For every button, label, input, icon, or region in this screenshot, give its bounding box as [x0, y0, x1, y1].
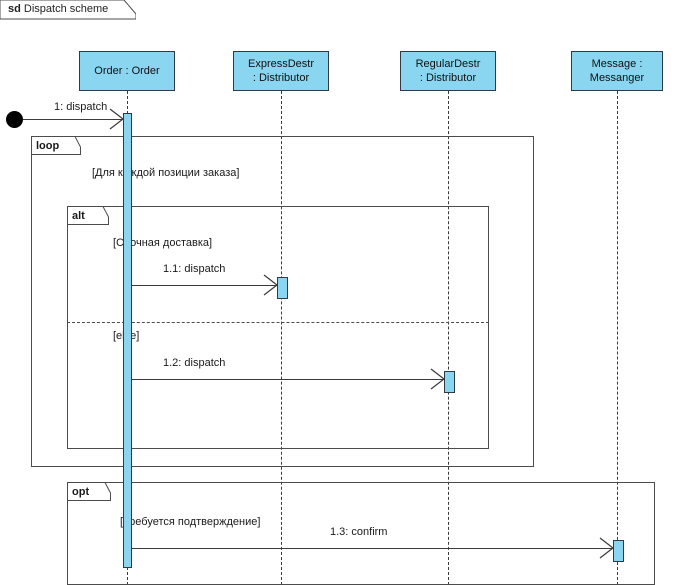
fragment-alt-divider: [67, 322, 489, 323]
frame-header-shape: [0, 0, 136, 20]
message-1-2-line[interactable]: [132, 379, 444, 380]
lifeline-head-messenger-line1: Message :: [591, 58, 643, 70]
message-1-line[interactable]: [23, 119, 123, 120]
message-1-2-label: 1.2: dispatch: [163, 357, 226, 369]
message-1-3-line[interactable]: [132, 548, 613, 549]
found-message-start-node: [6, 111, 23, 128]
activation-bar-express[interactable]: [277, 277, 288, 299]
diagram-title: sd Dispatch scheme: [8, 3, 108, 15]
lifeline-head-express-line1: ExpressDestr: [247, 58, 315, 70]
lifeline-head-order[interactable]: Order : Order: [79, 51, 175, 91]
activation-bar-order[interactable]: [123, 113, 132, 568]
fragment-loop[interactable]: [31, 136, 534, 467]
fragment-alt[interactable]: [67, 206, 489, 449]
fragment-opt-guard: [Требуется подтверждение]: [120, 516, 261, 528]
message-1-1-label: 1.1: dispatch: [163, 263, 226, 275]
lifeline-head-regular-line2: : Distributor: [419, 72, 477, 84]
lifeline-head-express-line2: : Distributor: [252, 72, 310, 84]
fragment-alt-guard: [Срочная доставка]: [113, 237, 213, 249]
fragment-alt-tag-shape: [67, 206, 109, 225]
fragment-loop-guard: [Для каждой позиции заказа]: [92, 167, 240, 179]
diagram-kind-tag: sd: [8, 3, 21, 15]
fragment-loop-operator: loop: [36, 140, 60, 152]
lifeline-line-express: [281, 91, 282, 585]
activation-bar-messenger[interactable]: [613, 540, 624, 562]
diagram-title-text: Dispatch scheme: [23, 3, 109, 15]
message-1-3-label: 1.3: confirm: [330, 526, 388, 538]
message-1-label: 1: dispatch: [54, 101, 108, 113]
fragment-opt-tag-shape: [67, 482, 111, 501]
message-1-1-line[interactable]: [132, 285, 277, 286]
activation-bar-regular[interactable]: [444, 371, 455, 393]
lifeline-head-regular[interactable]: RegularDestr : Distributor: [400, 51, 496, 91]
lifeline-line-messenger: [617, 91, 618, 585]
lifeline-head-messenger-line2: Messanger: [589, 72, 645, 84]
fragment-loop-tag-shape: [31, 136, 81, 155]
lifeline-head-messenger[interactable]: Message : Messanger: [571, 51, 663, 91]
lifeline-head-express[interactable]: ExpressDestr : Distributor: [233, 51, 329, 91]
lifeline-line-regular: [448, 91, 449, 585]
lifeline-head-regular-line1: RegularDestr: [415, 58, 481, 70]
fragment-alt-operator: alt: [72, 210, 85, 222]
lifeline-head-order-line1: Order : Order: [94, 65, 160, 77]
diagram-frame-header: sd Dispatch scheme: [0, 0, 136, 20]
fragment-opt-operator: opt: [72, 486, 90, 498]
